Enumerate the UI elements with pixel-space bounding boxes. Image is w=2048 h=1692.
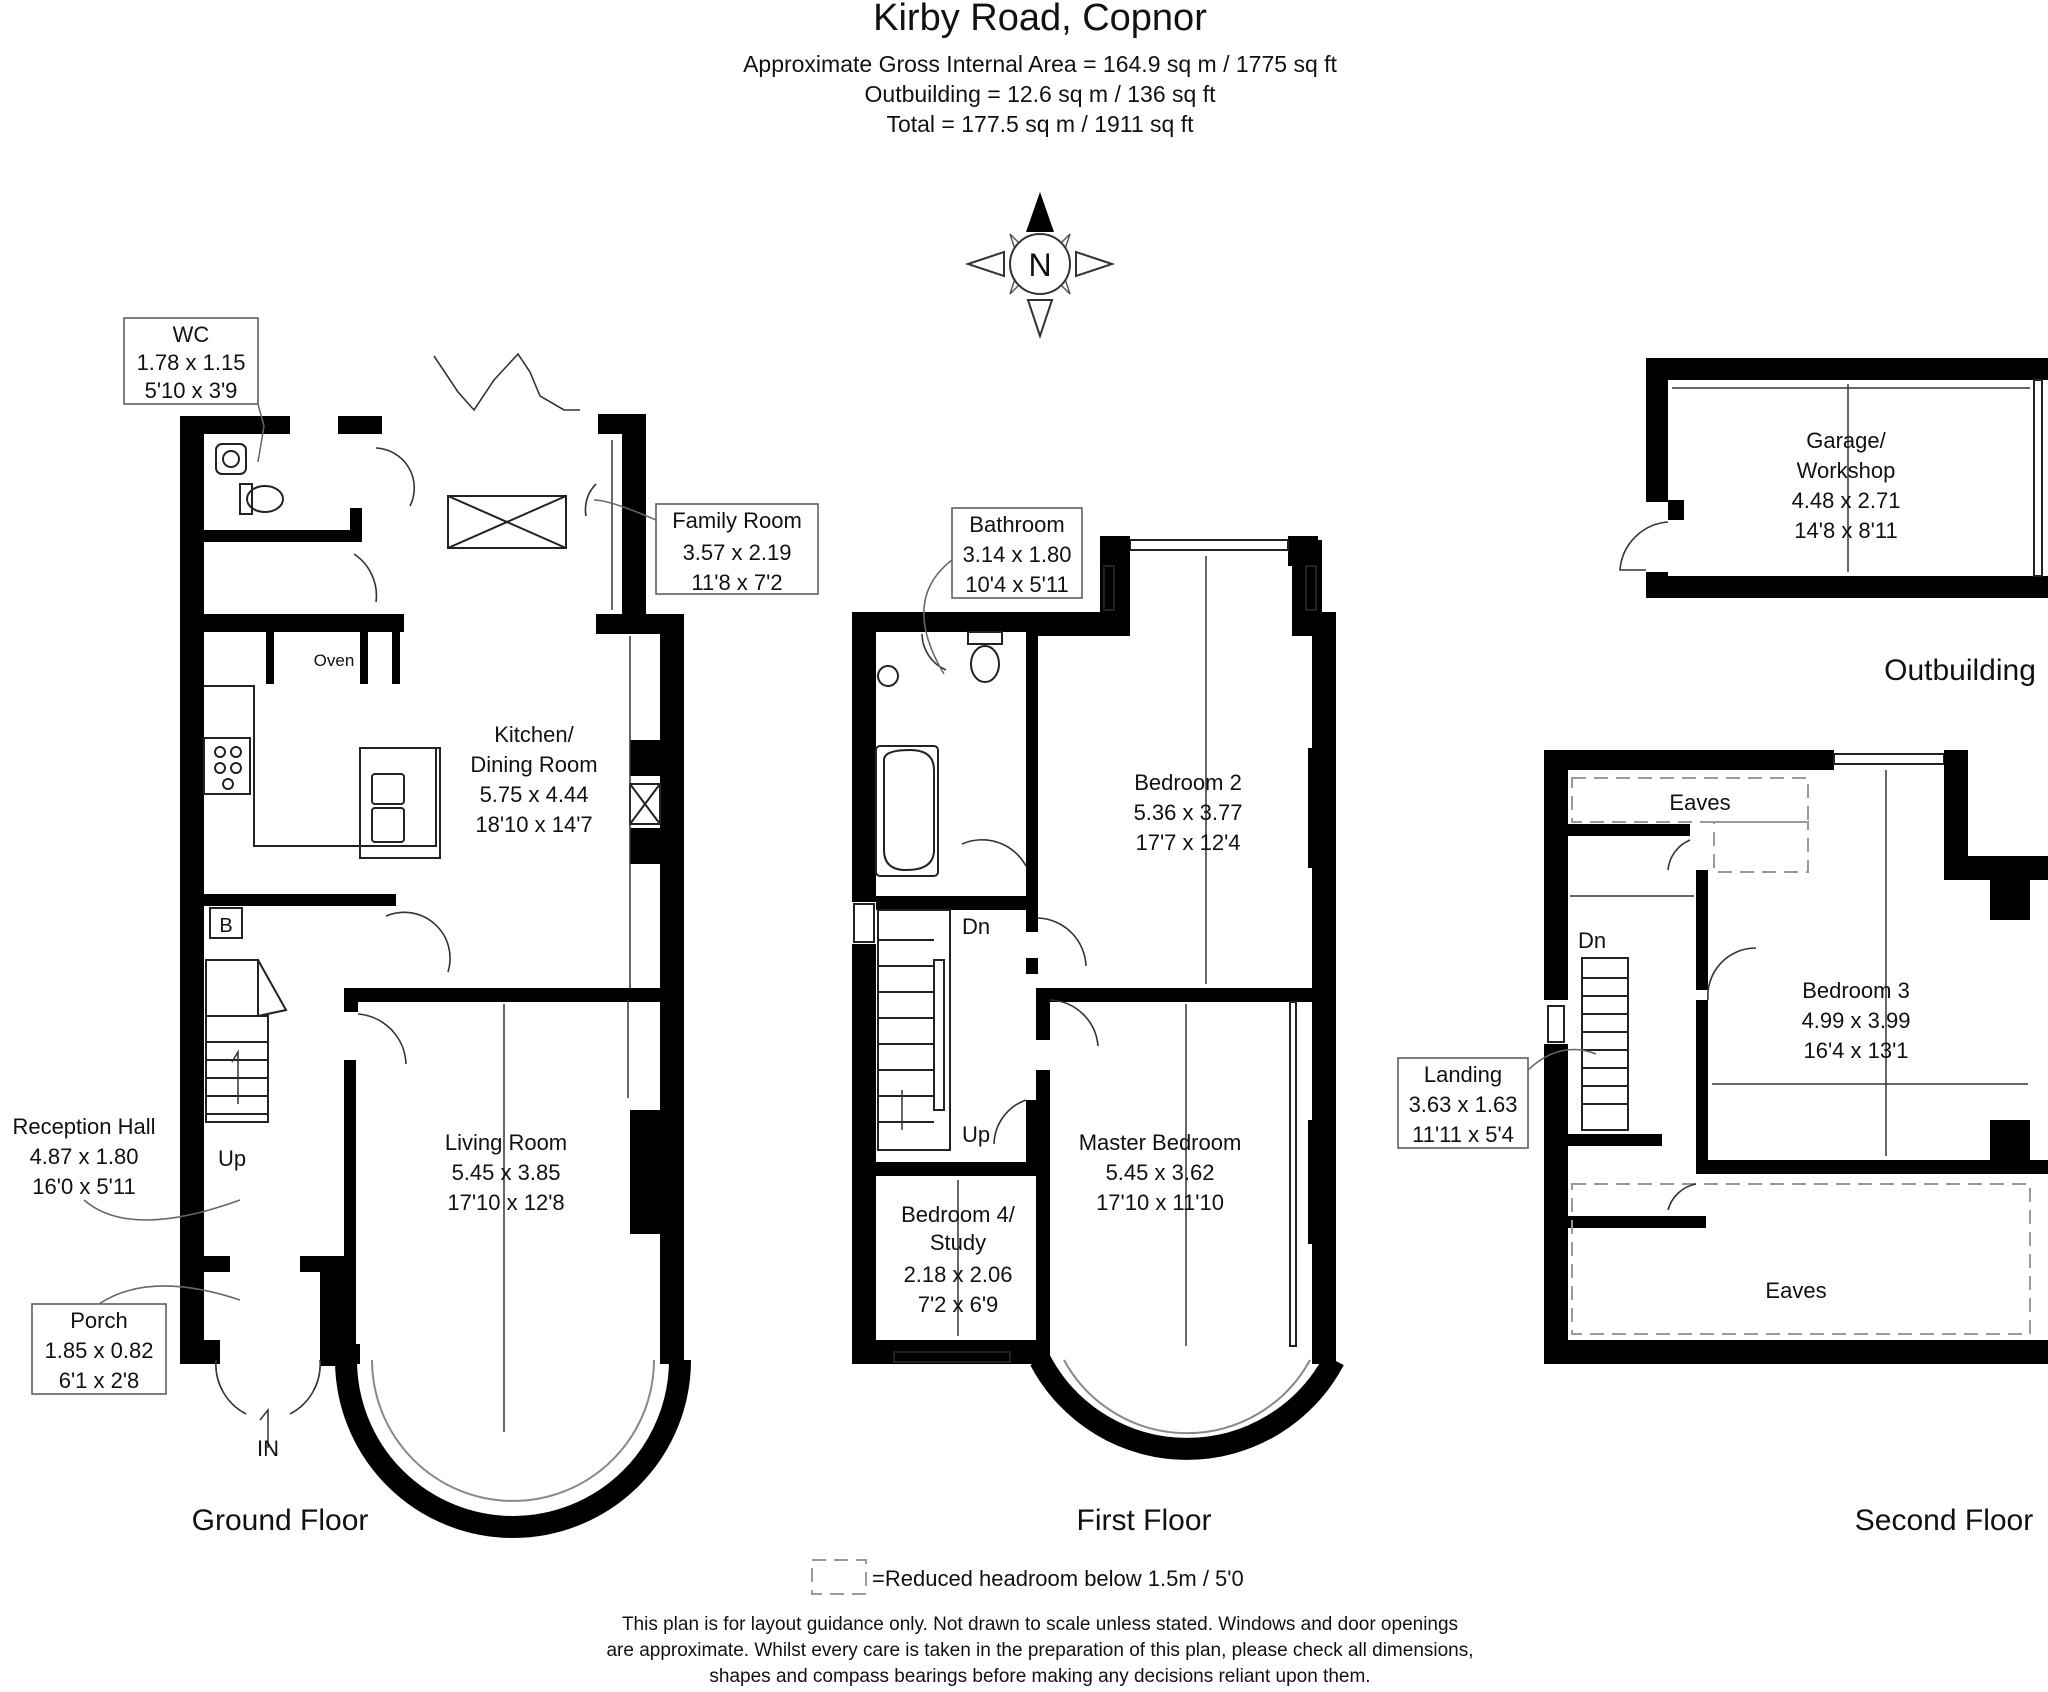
family-room-label-box bbox=[655, 503, 819, 595]
bedroom4-name-line2: Study bbox=[930, 1230, 986, 1255]
outbuilding bbox=[1619, 358, 2048, 598]
wc-label-box bbox=[123, 317, 259, 405]
second-floor: Dn bbox=[1544, 750, 2048, 1364]
living-room-imperial: 17'10 x 12'8 bbox=[447, 1190, 564, 1215]
bedroom4-metric: 2.18 x 2.06 bbox=[904, 1262, 1013, 1287]
porch-name: Porch bbox=[70, 1308, 127, 1333]
reduced-headroom-swatch bbox=[811, 1559, 867, 1595]
porch-metric: 1.85 x 0.82 bbox=[45, 1338, 154, 1363]
garage-name-line2: Workshop bbox=[1797, 458, 1896, 483]
garage-metric: 4.48 x 2.71 bbox=[1792, 488, 1901, 513]
ground-stairs bbox=[205, 959, 288, 1123]
disclaimer-line3: shapes and compass bearings before makin… bbox=[709, 1666, 1370, 1687]
bathroom-imperial: 10'4 x 5'11 bbox=[965, 572, 1068, 597]
landing-imperial: 11'11 x 5'4 bbox=[1412, 1122, 1514, 1147]
landing-name: Landing bbox=[1424, 1062, 1502, 1087]
gross-area: Approximate Gross Internal Area = 164.9 … bbox=[743, 51, 1337, 77]
bedroom2-imperial: 17'7 x 12'4 bbox=[1135, 830, 1240, 855]
bathroom-label-box bbox=[951, 507, 1083, 599]
up-label-ground: Up bbox=[218, 1146, 246, 1171]
reception-hall-name: Reception Hall bbox=[12, 1114, 155, 1139]
family-room-metric: 3.57 x 2.19 bbox=[683, 540, 792, 565]
family-room-name: Family Room bbox=[672, 508, 802, 533]
disclaimer-line2: are approximate. Whilst every care is ta… bbox=[606, 1640, 1473, 1661]
bedroom4-name-line1: Bedroom 4/ bbox=[901, 1202, 1016, 1227]
bedroom3-imperial: 16'4 x 13'1 bbox=[1803, 1038, 1908, 1063]
master-bedroom-name: Master Bedroom bbox=[1079, 1130, 1242, 1155]
bedroom2-name: Bedroom 2 bbox=[1134, 770, 1242, 795]
disclaimer-line1: This plan is for layout guidance only. N… bbox=[622, 1614, 1458, 1635]
boiler-label: B bbox=[219, 915, 232, 937]
sink-icon bbox=[371, 773, 405, 843]
bedroom4-imperial: 7'2 x 6'9 bbox=[918, 1292, 999, 1317]
reception-hall-metric: 4.87 x 1.80 bbox=[30, 1144, 139, 1169]
kitchen-name-line2: Dining Room bbox=[470, 752, 597, 777]
second-floor-label: Second Floor bbox=[1855, 1504, 2033, 1537]
plan-title: Kirby Road, Copnor bbox=[873, 0, 1207, 39]
wc-metric: 1.78 x 1.15 bbox=[137, 350, 246, 375]
bedroom3-metric: 4.99 x 3.99 bbox=[1802, 1008, 1911, 1033]
porch-imperial: 6'1 x 2'8 bbox=[59, 1368, 140, 1393]
porch-label-box bbox=[31, 1303, 167, 1395]
oven-label: Oven bbox=[314, 651, 355, 670]
dn-label-first: Dn bbox=[962, 914, 990, 939]
outbuilding-area: Outbuilding = 12.6 sq m / 136 sq ft bbox=[865, 81, 1217, 107]
first-floor: Dn Up bbox=[852, 536, 1344, 1460]
living-room-name: Living Room bbox=[445, 1130, 567, 1155]
kitchen-metric: 5.75 x 4.44 bbox=[480, 782, 589, 807]
bedroom2-metric: 5.36 x 3.77 bbox=[1134, 800, 1243, 825]
family-room-imperial: 11'8 x 7'2 bbox=[691, 570, 782, 595]
up-label-first: Up bbox=[962, 1122, 990, 1147]
kitchen-imperial: 18'10 x 14'7 bbox=[475, 812, 592, 837]
first-floor-stairs bbox=[877, 909, 951, 1151]
eaves-bottom-label: Eaves bbox=[1765, 1278, 1826, 1303]
first-floor-label: First Floor bbox=[1077, 1504, 1212, 1537]
compass-letter: N bbox=[1028, 247, 1051, 283]
total-area: Total = 177.5 sq m / 1911 sq ft bbox=[886, 111, 1194, 137]
second-floor-stairs bbox=[1581, 957, 1629, 1131]
bedroom3-name: Bedroom 3 bbox=[1802, 978, 1910, 1003]
entrance-label: IN bbox=[257, 1436, 279, 1461]
kitchen-name-line1: Kitchen/ bbox=[494, 722, 574, 747]
master-bedroom-metric: 5.45 x 3.62 bbox=[1106, 1160, 1215, 1185]
eaves-top-label: Eaves bbox=[1669, 790, 1730, 815]
wc-imperial: 5'10 x 3'9 bbox=[145, 378, 238, 403]
ground-floor-label: Ground Floor bbox=[192, 1504, 369, 1537]
dn-label-second: Dn bbox=[1578, 928, 1606, 953]
wc-name: WC bbox=[173, 322, 210, 347]
master-bedroom-imperial: 17'10 x 11'10 bbox=[1096, 1190, 1224, 1215]
bathroom-metric: 3.14 x 1.80 bbox=[963, 542, 1072, 567]
reduced-headroom-legend: =Reduced headroom below 1.5m / 5'0 bbox=[872, 1566, 1244, 1591]
garage-imperial: 14'8 x 8'11 bbox=[1794, 518, 1897, 543]
living-room-metric: 5.45 x 3.85 bbox=[452, 1160, 561, 1185]
garage-name-line1: Garage/ bbox=[1806, 428, 1886, 453]
landing-metric: 3.63 x 1.63 bbox=[1409, 1092, 1518, 1117]
reception-hall-imperial: 16'0 x 5'11 bbox=[32, 1174, 135, 1199]
hob-icon bbox=[214, 746, 242, 790]
landing-label-box bbox=[1397, 1057, 1529, 1149]
compass-icon: N bbox=[964, 192, 1116, 340]
ground-floor: Oven B Up IN bbox=[180, 352, 691, 1538]
bathroom-name: Bathroom bbox=[969, 512, 1064, 537]
outbuilding-label: Outbuilding bbox=[1884, 654, 2036, 687]
